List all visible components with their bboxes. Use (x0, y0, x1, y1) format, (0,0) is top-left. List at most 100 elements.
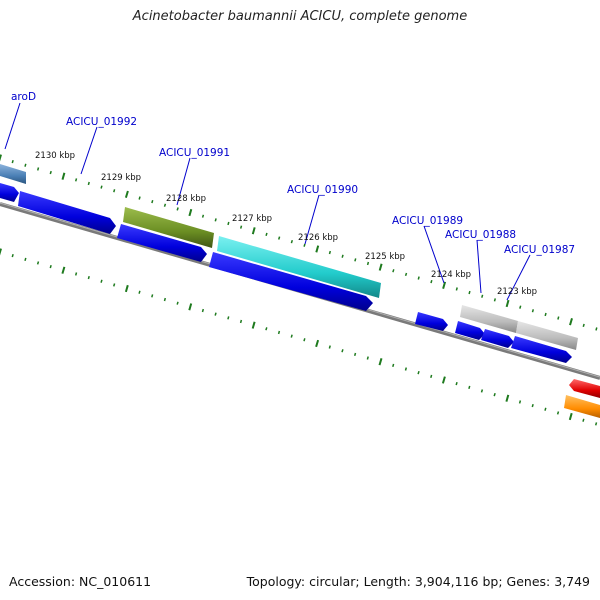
major-tick (315, 339, 320, 348)
minor-tick (201, 308, 205, 313)
gene-label-acicu-01987[interactable]: ACICU_01987 (504, 244, 575, 256)
minor-tick (455, 287, 458, 291)
minor-tick (531, 309, 535, 313)
cds-arrow[interactable] (481, 329, 514, 348)
minor-tick (265, 232, 268, 236)
gene-label-acicu-01991[interactable]: ACICU_01991 (159, 147, 230, 159)
minor-tick (353, 352, 357, 357)
kbp-labels: 2130 kbp 2129 kbp 2128 kbp 2127 kbp 2126… (35, 151, 537, 297)
gene-label-acicu-01992[interactable]: ACICU_01992 (66, 116, 137, 128)
minor-tick (328, 345, 331, 349)
kbp-label: 2126 kbp (298, 233, 338, 243)
minor-tick (163, 297, 167, 302)
minor-tick (417, 276, 420, 280)
minor-tick (518, 400, 522, 404)
minor-tick (417, 370, 420, 375)
kbp-tick-row-lower (0, 248, 598, 426)
minor-tick (595, 327, 598, 331)
major-tick (61, 172, 66, 180)
gene-orange[interactable] (564, 395, 600, 418)
major-tick (0, 154, 2, 162)
minor-tick (493, 392, 496, 397)
minor-tick (176, 301, 179, 305)
minor-tick (87, 275, 90, 280)
major-tick (188, 208, 193, 217)
minor-tick (151, 200, 154, 204)
cds-arrow[interactable] (18, 191, 116, 234)
minor-tick (239, 225, 243, 229)
minor-tick (290, 334, 293, 338)
minor-tick (468, 290, 471, 295)
minor-tick (392, 269, 395, 273)
cds-arrow[interactable] (511, 336, 572, 363)
major-tick (0, 248, 2, 256)
callout-line-arod (4, 102, 21, 150)
minor-tick (24, 163, 27, 167)
minor-tick (239, 319, 243, 324)
kbp-label: 2130 kbp (35, 151, 75, 161)
callout-line-acicu-01987 (506, 254, 531, 301)
minor-tick (100, 279, 103, 283)
minor-tick (49, 265, 52, 269)
minor-tick (430, 280, 433, 284)
minor-tick (582, 418, 585, 422)
gene-label-acicu-01990[interactable]: ACICU_01990 (287, 184, 358, 196)
minor-tick (74, 272, 78, 276)
minor-tick (455, 382, 458, 386)
minor-tick (303, 243, 306, 247)
genome-summary-text: Topology: circular; Length: 3,904,116 bp… (246, 574, 590, 589)
minor-tick (290, 239, 294, 244)
gene-arod[interactable] (0, 164, 26, 184)
kbp-label: 2124 kbp (431, 270, 471, 280)
minor-tick (227, 221, 230, 226)
callout-line-acicu-01991 (176, 157, 191, 206)
gene-label-acicu-01989[interactable]: ACICU_01989 (392, 215, 463, 227)
gene-acicu-01990[interactable] (217, 236, 381, 298)
kbp-label: 2127 kbp (232, 214, 272, 224)
major-tick (378, 358, 383, 366)
minor-tick (303, 338, 306, 342)
minor-tick (544, 312, 547, 317)
cds-arrow[interactable] (209, 252, 373, 311)
minor-tick (11, 254, 14, 258)
callout-line-acicu-01988 (476, 239, 482, 294)
gene-acicu-01988[interactable] (460, 305, 518, 333)
minor-tick (557, 316, 560, 320)
minor-tick (151, 294, 154, 298)
major-tick (251, 321, 256, 329)
cds-arrow[interactable] (415, 312, 448, 331)
minor-tick (392, 363, 395, 367)
major-tick (569, 318, 573, 326)
minor-tick (24, 257, 27, 261)
minor-tick (214, 312, 217, 316)
minor-tick (468, 385, 471, 389)
major-tick (251, 227, 256, 235)
minor-tick (531, 403, 534, 408)
gene-red[interactable] (569, 379, 600, 398)
minor-tick (544, 407, 547, 411)
kbp-label: 2128 kbp (166, 194, 206, 204)
kbp-label: 2125 kbp (365, 252, 405, 262)
cds-arrow[interactable] (0, 183, 19, 202)
callout-line-acicu-01990 (304, 194, 320, 245)
minor-tick (176, 207, 179, 211)
kbp-tick-row-upper (0, 154, 598, 331)
cds-arrow[interactable] (455, 321, 485, 340)
minor-tick (36, 167, 40, 171)
cds-arrow[interactable] (117, 224, 207, 262)
minor-tick (277, 236, 281, 240)
gene-label-arod[interactable]: aroD (11, 91, 36, 103)
accession-text: Accession: NC_010611 (9, 574, 152, 589)
gene-label-acicu-01988[interactable]: ACICU_01988 (445, 229, 516, 241)
minor-tick (519, 305, 522, 309)
gene-acicu-01991[interactable] (123, 207, 214, 248)
minor-tick (594, 422, 598, 426)
minor-tick (480, 389, 484, 393)
minor-tick (277, 330, 281, 335)
kbp-label: 2123 kbp (497, 287, 537, 297)
gene-acicu-01987[interactable] (516, 321, 578, 350)
minor-tick (227, 316, 230, 320)
kbp-label: 2129 kbp (101, 173, 141, 183)
gene-callouts: aroD ACICU_01992 ACICU_01991 ACICU_01990… (4, 91, 575, 301)
